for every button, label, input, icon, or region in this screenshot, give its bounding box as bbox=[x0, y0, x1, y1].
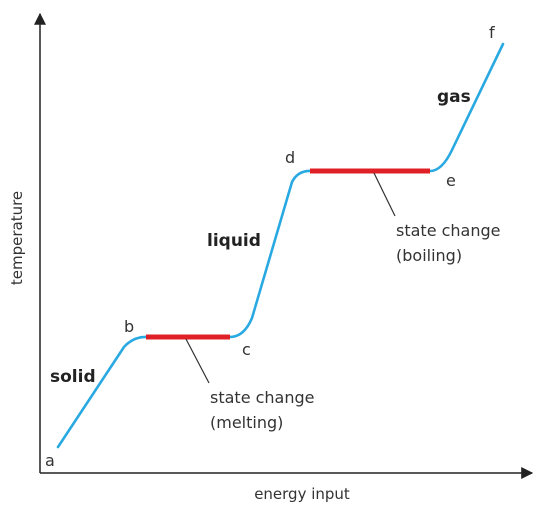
point-label-e: e bbox=[446, 171, 456, 190]
phase-label-liquid: liquid bbox=[207, 231, 261, 251]
boiling-annotation-line2: (boiling) bbox=[396, 246, 462, 265]
melting-annotation-line2: (melting) bbox=[210, 413, 283, 432]
point-label-b: b bbox=[124, 317, 134, 336]
x-axis-label: energy input bbox=[254, 485, 350, 503]
melting-leader-line bbox=[185, 338, 210, 384]
phase-label-solid: solid bbox=[50, 367, 96, 387]
phase-label-gas: gas bbox=[437, 87, 471, 107]
y-axis-label: temperature bbox=[8, 191, 26, 285]
point-label-d: d bbox=[285, 148, 295, 167]
heating-curve bbox=[56, 42, 505, 449]
point-label-c: c bbox=[242, 340, 251, 359]
boiling-leader-line bbox=[373, 172, 396, 217]
melting-annotation-line1: state change bbox=[210, 388, 315, 407]
boiling-annotation-line1: state change bbox=[396, 221, 501, 240]
point-label-f: f bbox=[489, 23, 495, 42]
point-label-a: a bbox=[45, 451, 55, 470]
